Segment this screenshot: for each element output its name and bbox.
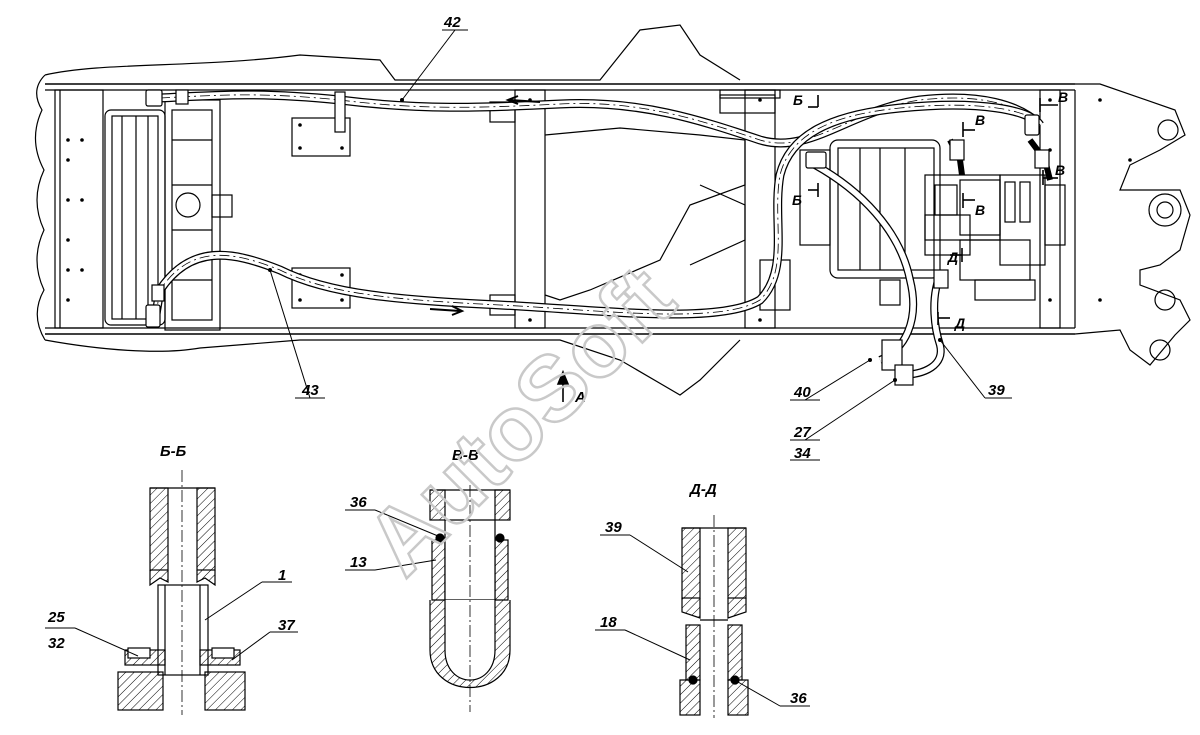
- section-bb-callout-1: 1: [278, 567, 286, 584]
- section-marker-b-mid: Б: [792, 192, 802, 208]
- section-bb-leaders: [45, 581, 298, 661]
- callout-42: 42: [443, 14, 461, 31]
- section-dd-callout-18: 18: [600, 614, 617, 631]
- section-dd-leaders: [595, 534, 810, 707]
- section-vv-callout-36: 36: [350, 494, 367, 511]
- hose-42-upper: [159, 90, 1044, 148]
- view-label-a: A: [574, 389, 586, 406]
- section-dd-detail: [679, 515, 749, 718]
- section-marker-arrows: [556, 95, 1058, 402]
- section-vv-callout-13: 13: [350, 554, 367, 571]
- callout-34: 34: [794, 445, 811, 462]
- section-marker-v-1: В: [1058, 89, 1068, 105]
- section-marker-d-2: Д: [954, 315, 965, 331]
- section-marker-v-4: В: [975, 202, 985, 218]
- section-dd-title: Д-Д: [688, 481, 717, 498]
- callout-39: 39: [988, 382, 1005, 399]
- section-dd-callout-39: 39: [605, 519, 622, 536]
- section-bb-callout-37: 37: [278, 617, 295, 634]
- callout-27: 27: [793, 424, 811, 441]
- section-bb-callout-25: 25: [47, 609, 65, 626]
- callout-43: 43: [301, 382, 319, 399]
- callout-40: 40: [793, 384, 811, 401]
- hose-return-loop: [150, 100, 1044, 321]
- section-bb-detail: [117, 470, 246, 715]
- section-marker-d-1: Д: [947, 249, 958, 265]
- callout-leaders: [269, 29, 1012, 461]
- hose-fittings: [145, 89, 1050, 386]
- section-marker-v-3: В: [1055, 162, 1065, 178]
- section-bb-title: Б-Б: [160, 443, 187, 460]
- section-marker-v-2: В: [975, 112, 985, 128]
- section-vv-leaders: [345, 509, 439, 571]
- section-vv-detail: [429, 485, 511, 712]
- section-bb-callout-32: 32: [48, 635, 65, 652]
- section-vv-title: В-В: [452, 447, 479, 464]
- leader-dots: [268, 98, 942, 382]
- section-marker-b-top: Б: [793, 92, 803, 108]
- section-dd-callout-36: 36: [790, 690, 807, 707]
